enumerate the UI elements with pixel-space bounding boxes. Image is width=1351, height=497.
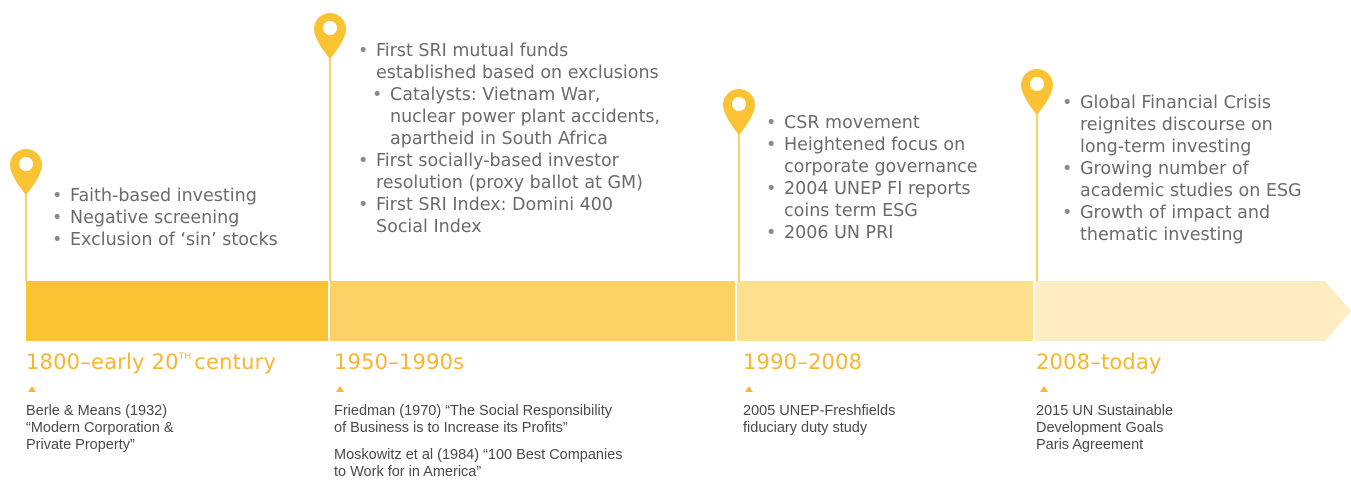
location-pin-icon [1020, 68, 1054, 116]
reference-note: 2005 UNEP-Freshfields fiduciary duty stu… [743, 403, 896, 436]
period-2-references: Friedman (1970) “The Social Responsibili… [334, 403, 623, 481]
era-label-superscript: TH [178, 352, 192, 362]
bullet-item: 2006 UN PRI [764, 222, 1024, 244]
period-1-references: Berle & Means (1932) “Modern Corporation… [26, 403, 174, 454]
bullet-item: CSR movement [764, 112, 1024, 134]
timeline-segment-1 [26, 281, 328, 341]
bullet-item: Growing number of academic studies on ES… [1060, 158, 1346, 202]
era-label: 2008–today [1036, 350, 1162, 374]
bullet-item: Global Financial Crisis reignites discou… [1060, 92, 1346, 158]
triangle-marker-icon [745, 386, 753, 392]
era-label-text: 1800–early 20 [26, 350, 179, 374]
period-4-references: 2015 UN Sustainable Development Goals Pa… [1036, 403, 1173, 454]
bullet-item: Exclusion of ‘sin’ stocks [50, 229, 320, 251]
location-pin-icon [9, 148, 43, 196]
bullet-item: 2004 UNEP FI reports coins term ESG [764, 178, 1024, 222]
timeline-segment-2 [330, 281, 735, 341]
sub-bullet-item: Catalysts: Vietnam War, nuclear power pl… [370, 84, 716, 150]
period-2-bullets: First SRI mutual funds established based… [356, 40, 716, 238]
reference-note: Berle & Means (1932) “Modern Corporation… [26, 403, 174, 453]
bullet-item: First SRI mutual funds established based… [356, 40, 716, 84]
period-1-bullets: Faith-based investing Negative screening… [50, 185, 320, 251]
bullet-item: First SRI Index: Domini 400 Social Index [356, 194, 716, 238]
period-3-references: 2005 UNEP-Freshfields fiduciary duty stu… [743, 403, 895, 437]
bullet-item: Faith-based investing [50, 185, 320, 207]
triangle-marker-icon [336, 386, 344, 392]
bullet-item: Negative screening [50, 207, 320, 229]
period-3-bullets: CSR movement Heightened focus on corpora… [764, 112, 1024, 244]
triangle-marker-icon [28, 386, 36, 392]
location-pin-icon [722, 88, 756, 136]
reference-note: Moskowitz et al (1984) “100 Best Compani… [334, 447, 623, 480]
bullet-item: First socially-based investor resolution… [356, 150, 716, 194]
triangle-marker-icon [1040, 386, 1048, 392]
location-pin-icon [313, 12, 347, 60]
era-label: 1950–1990s [334, 350, 465, 374]
era-label: 1990–2008 [743, 350, 863, 374]
period-4-bullets: Global Financial Crisis reignites discou… [1060, 92, 1346, 246]
timeline-arrow [1035, 281, 1351, 341]
bullet-item: Heightened focus on corporate governance [764, 134, 1024, 178]
reference-note: Friedman (1970) “The Social Responsibili… [334, 403, 613, 436]
reference-note: 2015 UN Sustainable Development Goals Pa… [1036, 403, 1174, 453]
era-label-tail: century [194, 350, 277, 374]
timeline-segment-3 [737, 281, 1033, 341]
bullet-item: Growth of impact and thematic investing [1060, 202, 1346, 246]
